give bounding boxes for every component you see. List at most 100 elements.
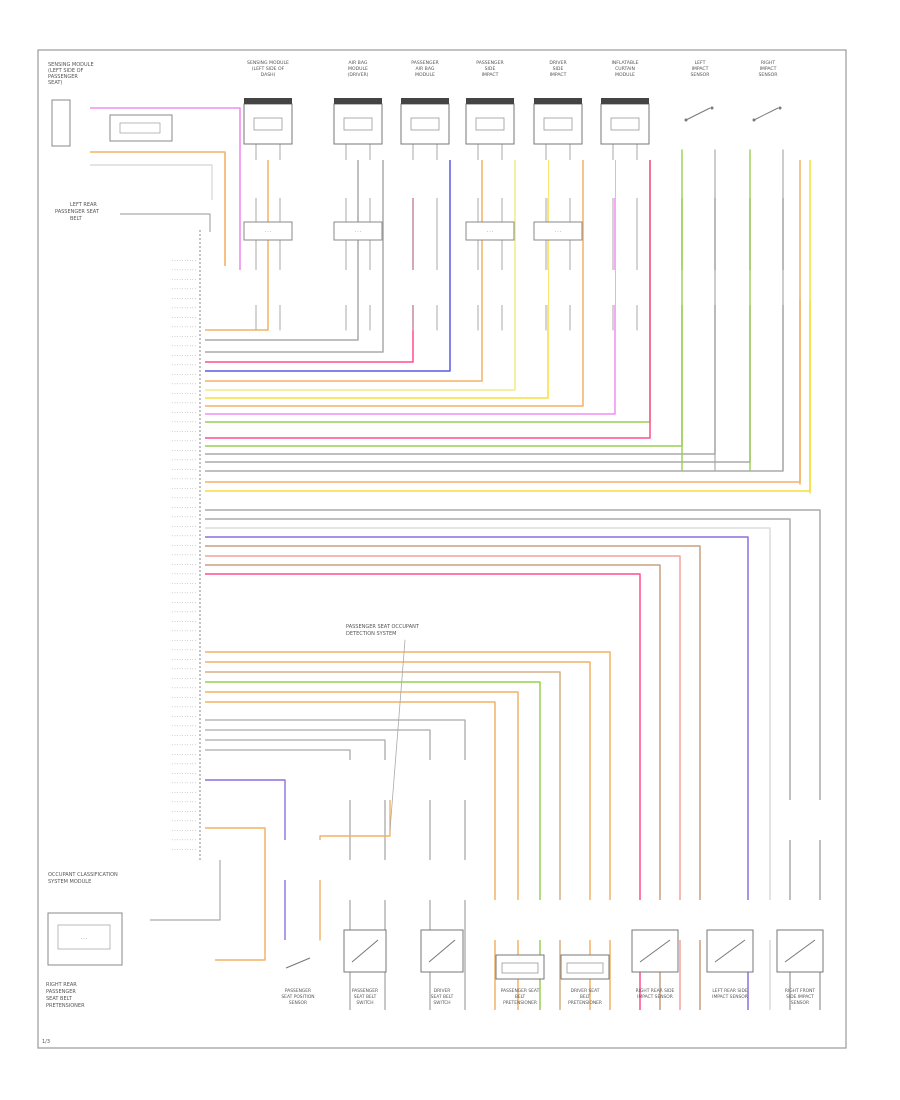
top-left-label-3: PASSENGER: [48, 74, 78, 80]
pin-label: · · · · · · · · · ·: [172, 619, 196, 624]
bottom-module-box: [495, 954, 545, 980]
connector: [383, 760, 387, 800]
connector: [698, 900, 702, 940]
module-cap: [244, 98, 292, 104]
seat-wire: [205, 719, 466, 1010]
top-component-label: SENSOR: [691, 72, 711, 78]
pin-label: · · · · · · · · · ·: [172, 505, 196, 510]
pin-label: · · · · · · · · · ·: [172, 600, 196, 605]
pin-label: · · · · · · · · · ·: [172, 705, 196, 710]
pin-label: · · · · · · · · · ·: [172, 410, 196, 415]
top-left-label-2: (LEFT SIDE OF: [48, 68, 84, 74]
lower-harness-wire: [205, 545, 701, 1010]
harness-wire: [205, 160, 683, 447]
wire-white-top: [90, 164, 213, 200]
bottom-component-label: SWITCH: [433, 1000, 450, 1006]
module-box: [600, 103, 650, 145]
ocs-label-1: OCCUPANT CLASSIFICATION: [48, 872, 118, 878]
connector: [411, 160, 415, 198]
connector: [348, 760, 352, 800]
harness-wire: [205, 160, 584, 407]
pin-label: · · · · · · · · · ·: [172, 809, 196, 814]
sensor-switch: [685, 107, 711, 121]
bottom-component-label: SIDE IMPACT: [786, 994, 814, 1000]
top-component-label: INFLATABLE: [611, 60, 638, 66]
harness-wire: [205, 160, 616, 415]
connector: [368, 270, 372, 305]
connector: [428, 860, 432, 900]
top-component-label: PASSENGER: [411, 60, 439, 66]
lower-harness-wire: [205, 536, 749, 1010]
lower-harness-wire: [205, 573, 641, 1010]
top-component-label: AIR BAG: [416, 66, 435, 72]
bottom-component-label: PASSENGER SEAT: [501, 988, 540, 994]
bottom-component-label: BELT: [515, 994, 526, 1000]
connector: [611, 270, 615, 305]
top-component-label: CURTAIN: [615, 66, 635, 72]
top-component-label: IMPACT: [692, 66, 709, 72]
passenger-note-1: PASSENGER SEAT OCCUPANT: [346, 624, 420, 630]
harness-wire: [205, 160, 451, 372]
module-cap: [334, 98, 382, 104]
bottom-left-label-4: PRETENSIONER: [46, 1003, 85, 1009]
module-box: [400, 103, 450, 145]
pin-label: · · · · · · · · · ·: [172, 258, 196, 263]
pin-label: · · · · · · · · · ·: [172, 344, 196, 349]
pin-label: · · · · · · · · · ·: [172, 486, 196, 491]
lower-harness-wire: [205, 518, 791, 1010]
pin-label: · · · · · · · · · ·: [172, 800, 196, 805]
module-inner-box: [410, 117, 440, 131]
bottom-component-label: SENSOR: [791, 1000, 809, 1006]
pin-label: · · · · · · · · · ·: [172, 648, 196, 653]
connector: [278, 160, 282, 198]
module-cap: [401, 98, 449, 104]
pin-label: · · · · · · · · · ·: [172, 353, 196, 358]
connector: [658, 900, 662, 940]
ocs-wire: [150, 860, 221, 921]
bottom-component-label: RIGHT REAR SIDE: [636, 988, 675, 994]
top-left-label-1: SENSING MODULE: [48, 62, 94, 68]
connector: [635, 270, 639, 305]
sensor-pin: [684, 118, 688, 122]
bottom-switch-blade: [784, 939, 816, 963]
top-component-label: PASSENGER: [476, 60, 504, 66]
ocs-module-inner: [57, 924, 111, 950]
module-left-label-1: LEFT REAR: [70, 202, 97, 208]
bottom-component-label: RIGHT FRONT: [785, 988, 815, 994]
pin-label: · · · · · · · · · ·: [172, 372, 196, 377]
connector: [588, 900, 592, 940]
sensor-pin: [710, 106, 714, 110]
module-inner-box: [343, 117, 373, 131]
connector: [411, 270, 415, 305]
module-box: [243, 103, 293, 145]
pin-label: · · · · · · · · · ·: [172, 667, 196, 672]
bottom-component-label: SEAT BELT: [431, 994, 454, 1000]
connector: [476, 160, 480, 198]
connector: [254, 270, 258, 305]
pin-label: · · · · · · · · · ·: [172, 572, 196, 577]
pin-label: · · · · · · · · · ·: [172, 819, 196, 824]
pin-label: · · · · · · · · · ·: [172, 382, 196, 387]
pin-label: · · · · · · · · · ·: [172, 439, 196, 444]
harness-wire: [205, 160, 811, 492]
inline-connector-label: · · ·: [555, 229, 561, 234]
pin-label: · · · · · · · · · ·: [172, 686, 196, 691]
connector: [788, 900, 792, 940]
pin-label: · · · · · · · · · ·: [172, 762, 196, 767]
bottom-component-label: SENSOR: [289, 1000, 307, 1006]
module-inner-box: [543, 117, 573, 131]
sensing-module-inner: [119, 122, 161, 134]
pin-label: · · · · · · · · · ·: [172, 733, 196, 738]
pin-label: · · · · · · · · · ·: [172, 467, 196, 472]
harness-wire: [205, 160, 384, 353]
bottom-module-inner: [566, 962, 604, 974]
connector: [538, 900, 542, 940]
pin-label: · · · · · · · · · ·: [172, 334, 196, 339]
connector: [818, 800, 822, 840]
wire-orange-top: [90, 151, 226, 266]
module-inner-box: [253, 117, 283, 131]
pin-label: · · · · · · · · · ·: [172, 401, 196, 406]
connector: [638, 900, 642, 940]
connector: [544, 270, 548, 305]
note-leader: [389, 639, 406, 831]
